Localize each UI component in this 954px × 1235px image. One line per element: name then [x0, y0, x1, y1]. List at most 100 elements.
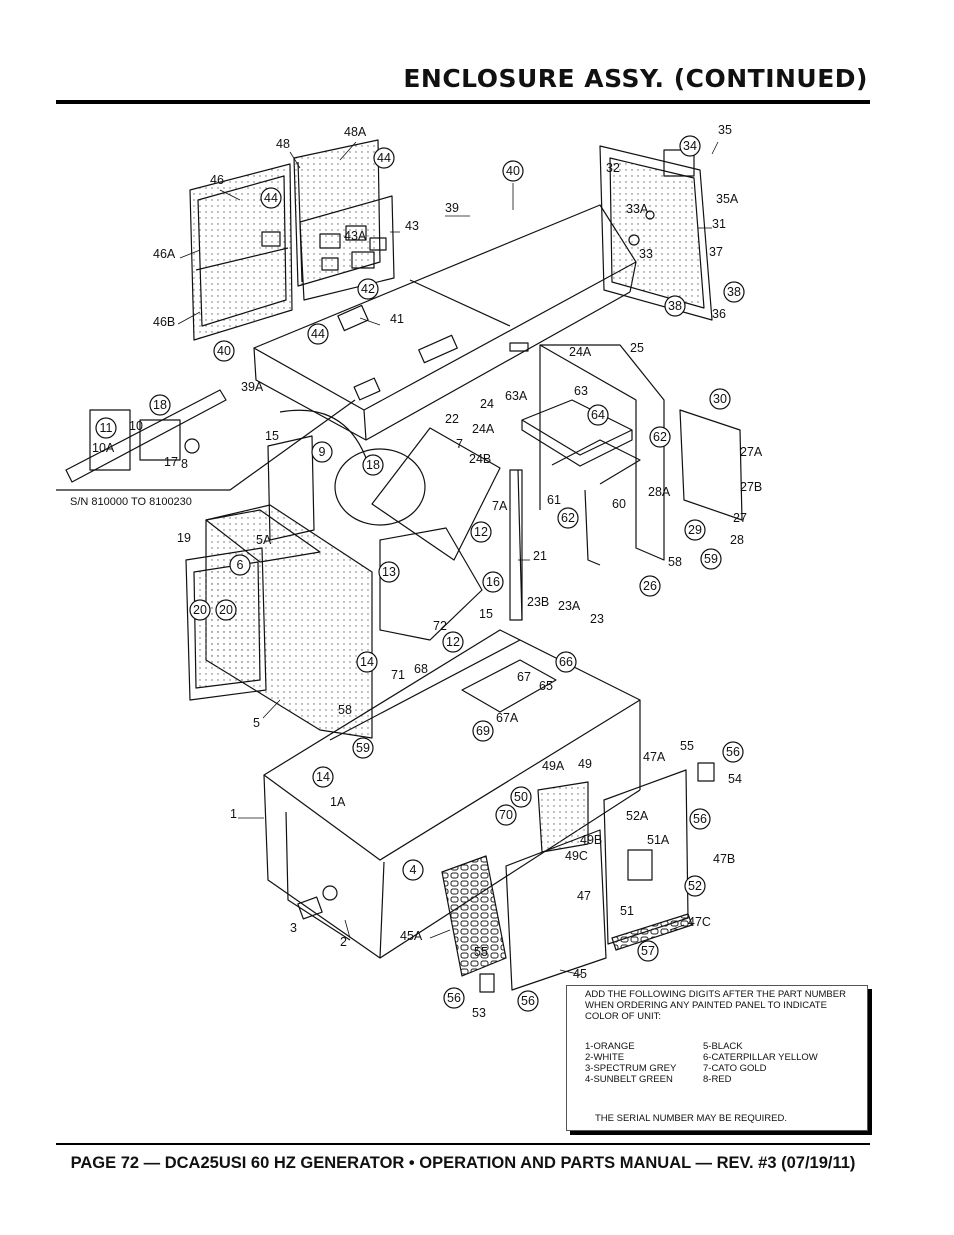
bottom-rule: [56, 1143, 870, 1145]
part-label: 23A: [558, 599, 581, 613]
part-label: 63A: [505, 389, 528, 403]
callout-number: 44: [311, 327, 325, 341]
callout-number: 56: [521, 994, 535, 1008]
callout-number: 56: [693, 812, 707, 826]
part-callout: 40: [502, 160, 524, 182]
callout-circle: [443, 987, 465, 1009]
part-label: 47: [577, 889, 591, 903]
part-callout: 12: [470, 521, 492, 543]
chute-7: [371, 427, 501, 561]
part-callout: 62: [649, 426, 671, 448]
callout-number: 59: [356, 741, 370, 755]
callout-number: 40: [217, 344, 231, 358]
part-callout: 57: [637, 940, 659, 962]
part-label: 32: [606, 161, 620, 175]
callout-number: 56: [726, 745, 740, 759]
part-label: 10A: [92, 441, 115, 455]
part-label: 24A: [472, 422, 495, 436]
part-callout: 62: [557, 507, 579, 529]
callout-number: 26: [643, 579, 657, 593]
part-label: 35A: [716, 192, 739, 206]
part-label: 2: [340, 935, 347, 949]
part-label: 37: [709, 245, 723, 259]
callout-number: 62: [653, 430, 667, 444]
callout-number: 44: [264, 191, 278, 205]
part-label: 46B: [153, 315, 175, 329]
callout-circle: [307, 323, 329, 345]
part-label: 17: [164, 455, 178, 469]
callout-circle: [684, 875, 706, 897]
part-label: 65: [539, 679, 553, 693]
part-label: 39: [445, 201, 459, 215]
part-callout: 42: [357, 278, 379, 300]
part-callout: 26: [639, 575, 661, 597]
part-label: 53: [472, 1006, 486, 1020]
part-label: 49A: [542, 759, 565, 773]
part-label: 46A: [153, 247, 176, 261]
part-callout: 14: [356, 651, 378, 673]
part-label: 24A: [569, 345, 592, 359]
callout-circle: [637, 940, 659, 962]
part-label: 60: [612, 497, 626, 511]
callout-circle: [723, 281, 745, 303]
part-label: 8: [181, 457, 188, 471]
callout-circle: [472, 720, 494, 742]
part-label: 47B: [713, 852, 735, 866]
callout-circle: [402, 859, 424, 881]
callout-number: 18: [153, 398, 167, 412]
callout-circle: [352, 737, 374, 759]
panel-15: [267, 435, 315, 541]
callout-number: 66: [559, 655, 573, 669]
callout-circle: [442, 631, 464, 653]
part-label: 49B: [580, 833, 602, 847]
part-label: 52A: [626, 809, 649, 823]
part-callout: 29: [684, 519, 706, 541]
part-callout: 13: [378, 561, 400, 583]
part-callout: 59: [700, 548, 722, 570]
part-label: 10: [129, 419, 143, 433]
battery-49: [537, 781, 589, 853]
part-label: 23B: [527, 595, 549, 609]
part-label: 27: [733, 511, 747, 525]
callout-number: 38: [727, 285, 741, 299]
part-label: 55: [474, 945, 488, 959]
part-callout: 6: [229, 554, 251, 576]
part-label: 25: [630, 341, 644, 355]
part-label: 27A: [740, 445, 763, 459]
callout-number: 11: [100, 421, 113, 435]
callout-circle: [378, 561, 400, 583]
callout-circle: [502, 160, 524, 182]
color-note-header: ADD THE FOLLOWING DIGITS AFTER THE PART …: [585, 989, 846, 1022]
callout-number: 34: [683, 139, 697, 153]
callout-number: 57: [641, 944, 655, 958]
color-codes-left: 1-ORANGE 2-WHITE 3-SPECTRUM GREY 4-SUNBE…: [585, 1041, 676, 1085]
callout-number: 42: [361, 282, 375, 296]
callout-number: 69: [476, 724, 490, 738]
part-callout: 64: [587, 404, 609, 426]
color-code: 8-RED: [703, 1074, 732, 1085]
part-label: 3: [290, 921, 297, 935]
callout-circle: [557, 507, 579, 529]
callout-number: 52: [688, 879, 702, 893]
color-code: 5-BLACK: [703, 1041, 743, 1052]
part-label: 15: [265, 429, 279, 443]
part-label: 1A: [330, 795, 346, 809]
part-callout: 9: [311, 441, 333, 463]
part-label: 31: [712, 217, 726, 231]
callout-circle: [213, 340, 235, 362]
part-callout: 44: [260, 187, 282, 209]
callout-circle: [229, 554, 251, 576]
callout-circle: [664, 295, 686, 317]
callout-circle: [517, 990, 539, 1012]
part-label: 22: [445, 412, 459, 426]
callout-circle: [510, 786, 532, 808]
callout-circle: [684, 519, 706, 541]
part-label: 67: [517, 670, 531, 684]
part-label: 47A: [643, 750, 666, 764]
callout-circle: [470, 521, 492, 543]
color-code: 6-CATERPILLAR YELLOW: [703, 1052, 818, 1063]
part-label: 68: [414, 662, 428, 676]
part-label: 23: [590, 612, 604, 626]
